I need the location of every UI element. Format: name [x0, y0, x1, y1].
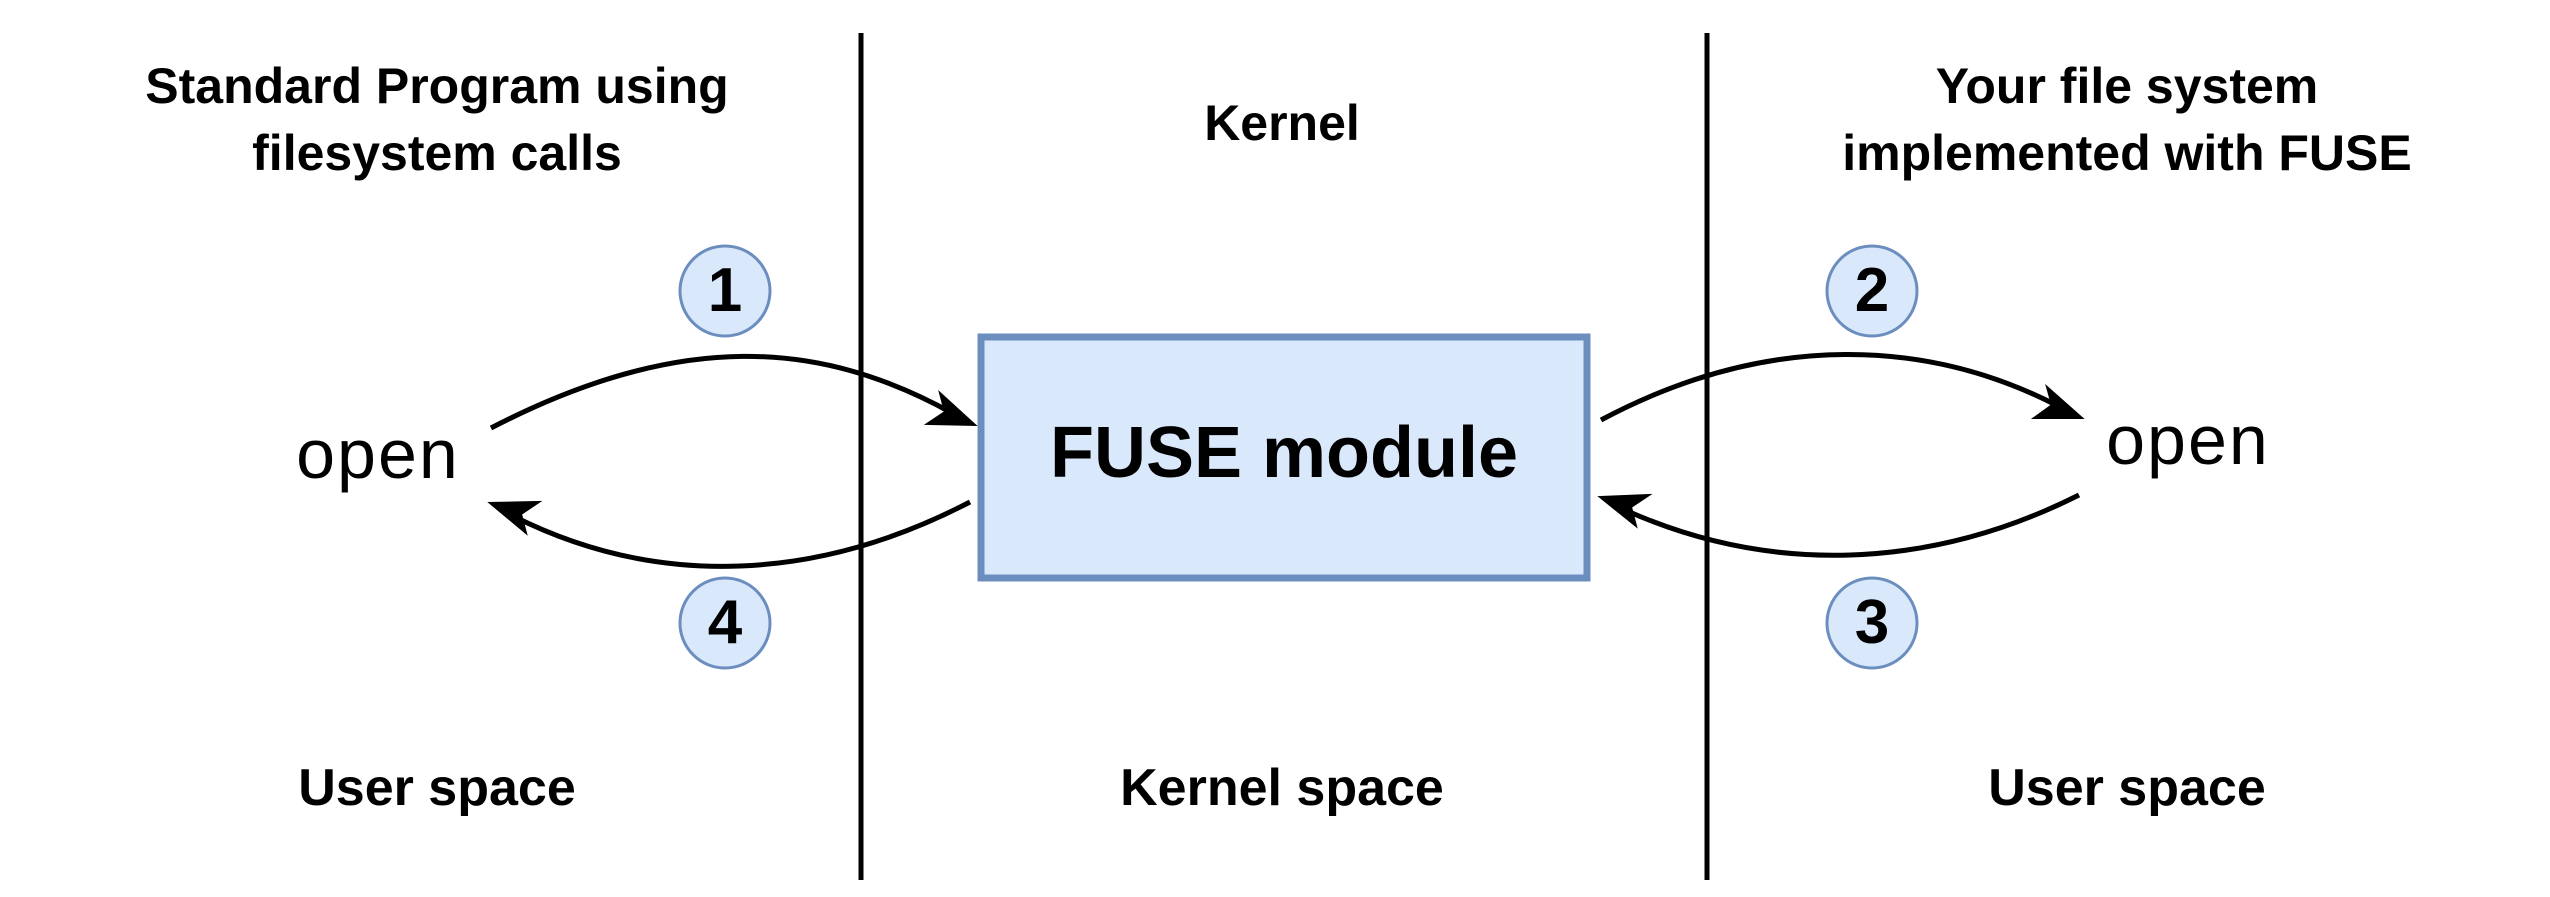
left-title-line2: filesystem calls [252, 125, 622, 181]
right-title-line1: Your file system [1936, 58, 2319, 114]
fuse-module-label: FUSE module [1050, 413, 1518, 493]
step-badge-1: 1 [678, 244, 772, 338]
step-badge-2: 2 [1825, 244, 1919, 338]
arrow-step-4 [511, 499, 972, 569]
arrow-step-1 [489, 353, 954, 431]
right-title-line2: implemented with FUSE [1842, 125, 2412, 181]
arrow-step-4-head [487, 500, 543, 536]
left-open-call: open [296, 415, 460, 493]
step-badge-3: 3 [1825, 576, 1919, 670]
svg-text:2: 2 [1855, 256, 1889, 325]
svg-text:1: 1 [708, 256, 742, 325]
svg-text:3: 3 [1855, 588, 1889, 657]
arrow-step-1-head [923, 389, 978, 427]
fuse-module-box [977, 333, 1591, 582]
arrow-step-3-head [1597, 493, 1653, 529]
left-space-label: User space [298, 759, 576, 817]
step-badge-4: 4 [678, 576, 772, 670]
arrow-step-3 [1623, 492, 2081, 558]
arrow-step-2-head [2030, 384, 2085, 419]
right-space-label: User space [1988, 759, 2266, 817]
left-title-line1: Standard Program using [145, 58, 728, 114]
right-open-call: open [2106, 401, 2270, 479]
arrow-step-2 [1599, 352, 2060, 423]
center-space-label: Kernel space [1120, 759, 1444, 817]
svg-text:4: 4 [708, 588, 743, 657]
center-title: Kernel [1204, 95, 1360, 151]
